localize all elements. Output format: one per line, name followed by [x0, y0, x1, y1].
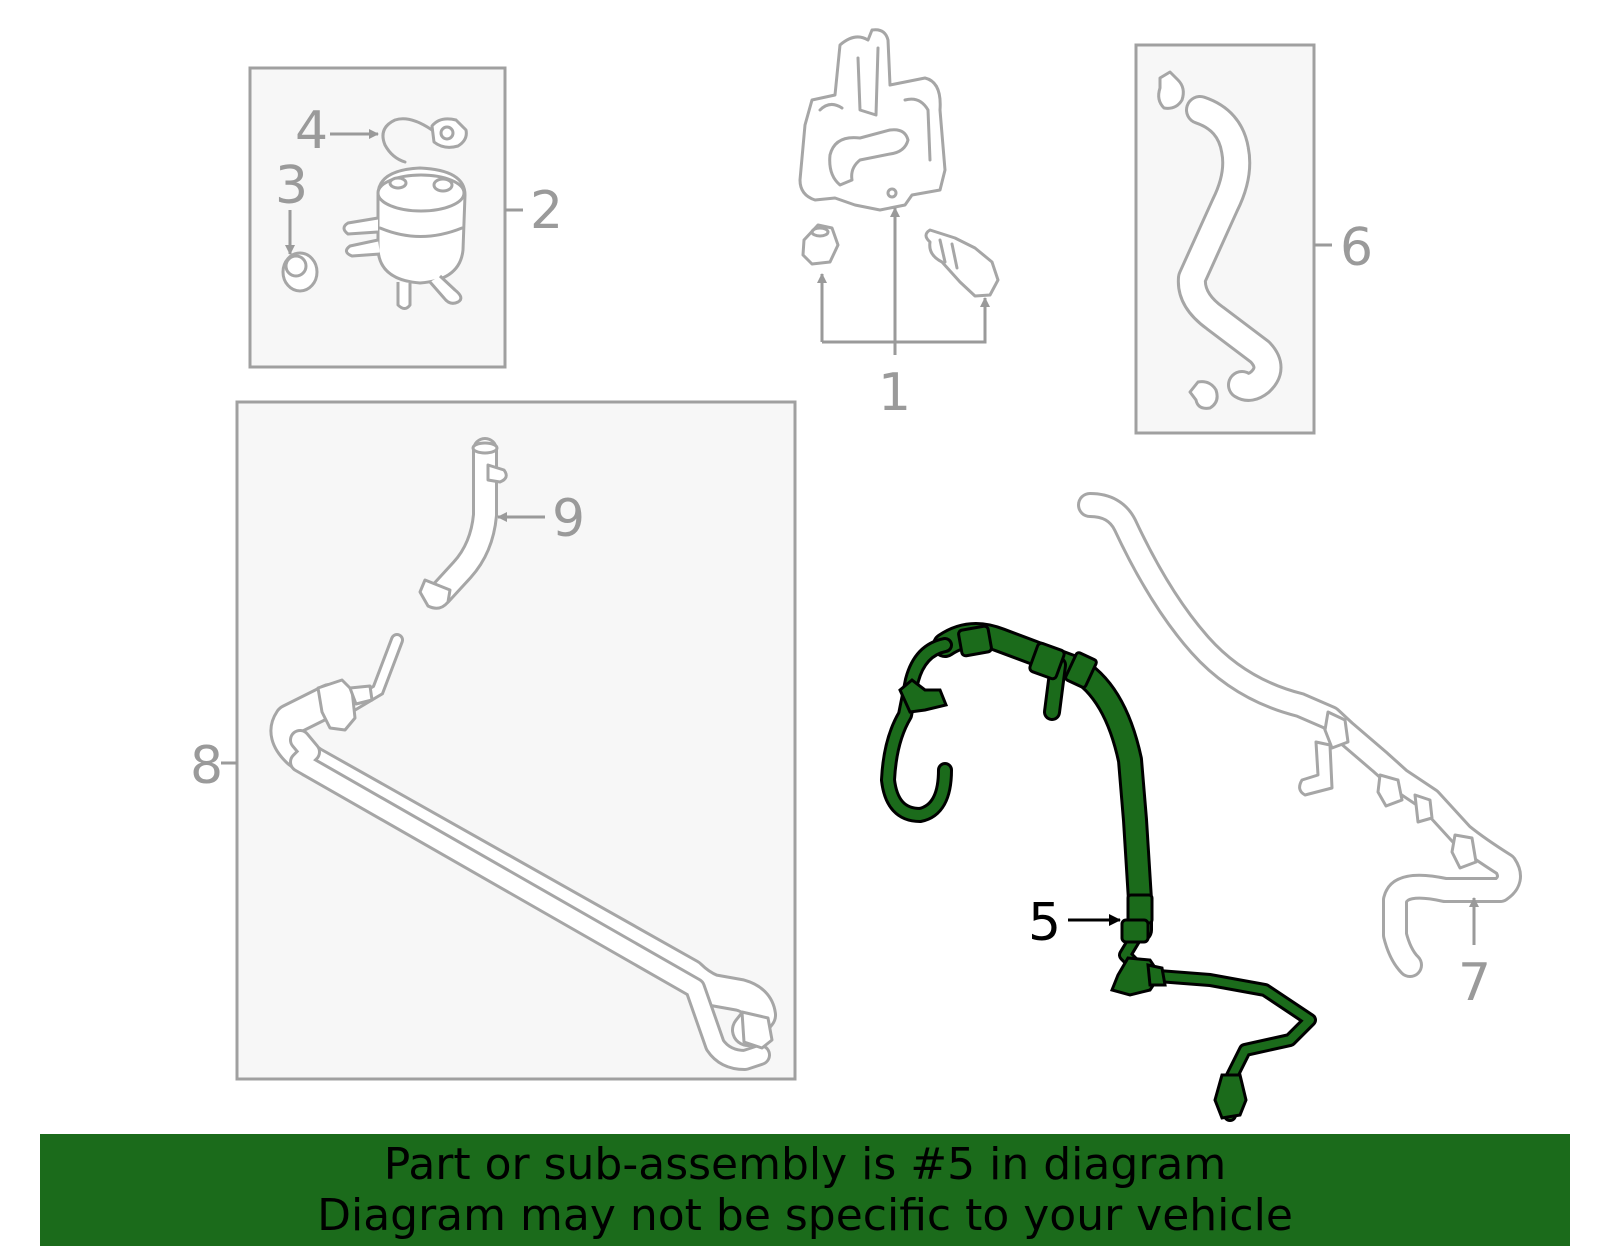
cooler-tube-drawing [269, 633, 777, 1071]
info-banner: Part or sub-assembly is #5 in diagram Di… [40, 1134, 1570, 1246]
banner-line-1: Part or sub-assembly is #5 in diagram [383, 1139, 1227, 1190]
grommet-drawing [281, 251, 319, 293]
banner-line-2: Diagram may not be specific to your vehi… [317, 1190, 1293, 1241]
pressure-hose-5-group: 5 [880, 622, 1317, 1122]
cooler-tube-group: 9 8 [190, 400, 797, 1081]
callout-7: 7 [1458, 953, 1491, 1013]
callout-8: 8 [190, 736, 223, 796]
pressure-hose-5-drawing [880, 622, 1317, 1122]
callout-1: 1 [878, 363, 911, 423]
pump-drawing [798, 28, 947, 212]
pressure-line-7-drawing [1077, 492, 1522, 978]
return-hose-drawing [1157, 70, 1283, 410]
bolt-right-drawing [924, 228, 1000, 298]
reservoir-drawing [342, 117, 468, 310]
callout-4: 4 [295, 101, 328, 161]
return-hose-group: 6 [1134, 43, 1373, 435]
bolt-left-drawing [801, 223, 840, 266]
hose-9-drawing [418, 437, 508, 610]
callout-3: 3 [275, 156, 308, 216]
callout-2: 2 [530, 181, 563, 241]
pump-group: 1 [798, 28, 1000, 423]
callout-5: 5 [1028, 893, 1061, 953]
pressure-line-7-group: 7 [1077, 492, 1522, 1013]
callout-9: 9 [552, 489, 585, 549]
callout-6: 6 [1340, 218, 1373, 278]
reservoir-assembly-group: 3 4 2 [248, 66, 563, 369]
